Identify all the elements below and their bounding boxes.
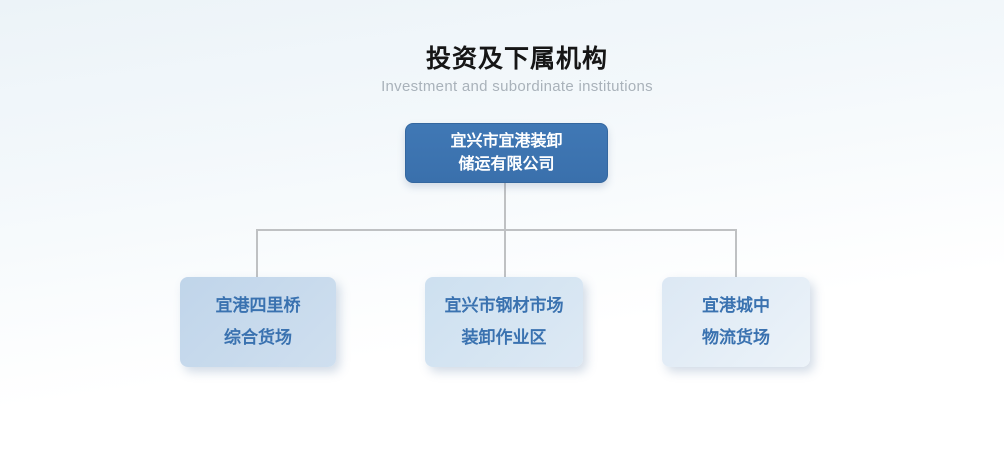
org-node-child-1-line1: 宜港四里桥 [215, 296, 301, 315]
page-header: 投资及下属机构 Investment and subordinate insti… [30, 44, 1004, 96]
org-node-root-line2: 储运有限公司 [458, 156, 555, 173]
org-node-child-3-line1: 宜港城中 [702, 296, 770, 315]
connector-line-left-drop [256, 229, 258, 277]
org-node-child-2-line1: 宜兴市钢材市场 [444, 296, 564, 315]
org-node-root-line1: 宜兴市宜港装卸 [450, 133, 563, 150]
org-node-child-siliqiao-yard: 宜港四里桥 综合货场 [180, 277, 336, 367]
org-node-child-1-line2: 综合货场 [224, 328, 292, 347]
org-node-child-steel-market-area: 宜兴市钢材市场 装卸作业区 [425, 277, 583, 367]
page-subtitle: Investment and subordinate institutions [381, 78, 653, 95]
org-node-child-3-line2: 物流货场 [702, 328, 770, 347]
connector-line-right-drop [735, 229, 737, 277]
org-node-child-2-line2: 装卸作业区 [461, 328, 547, 347]
org-node-child-chengzhong-logistics: 宜港城中 物流货场 [662, 277, 810, 367]
org-node-root: 宜兴市宜港装卸 储运有限公司 [405, 123, 608, 183]
page-title: 投资及下属机构 [425, 45, 608, 73]
connector-line-horizontal [256, 229, 737, 231]
